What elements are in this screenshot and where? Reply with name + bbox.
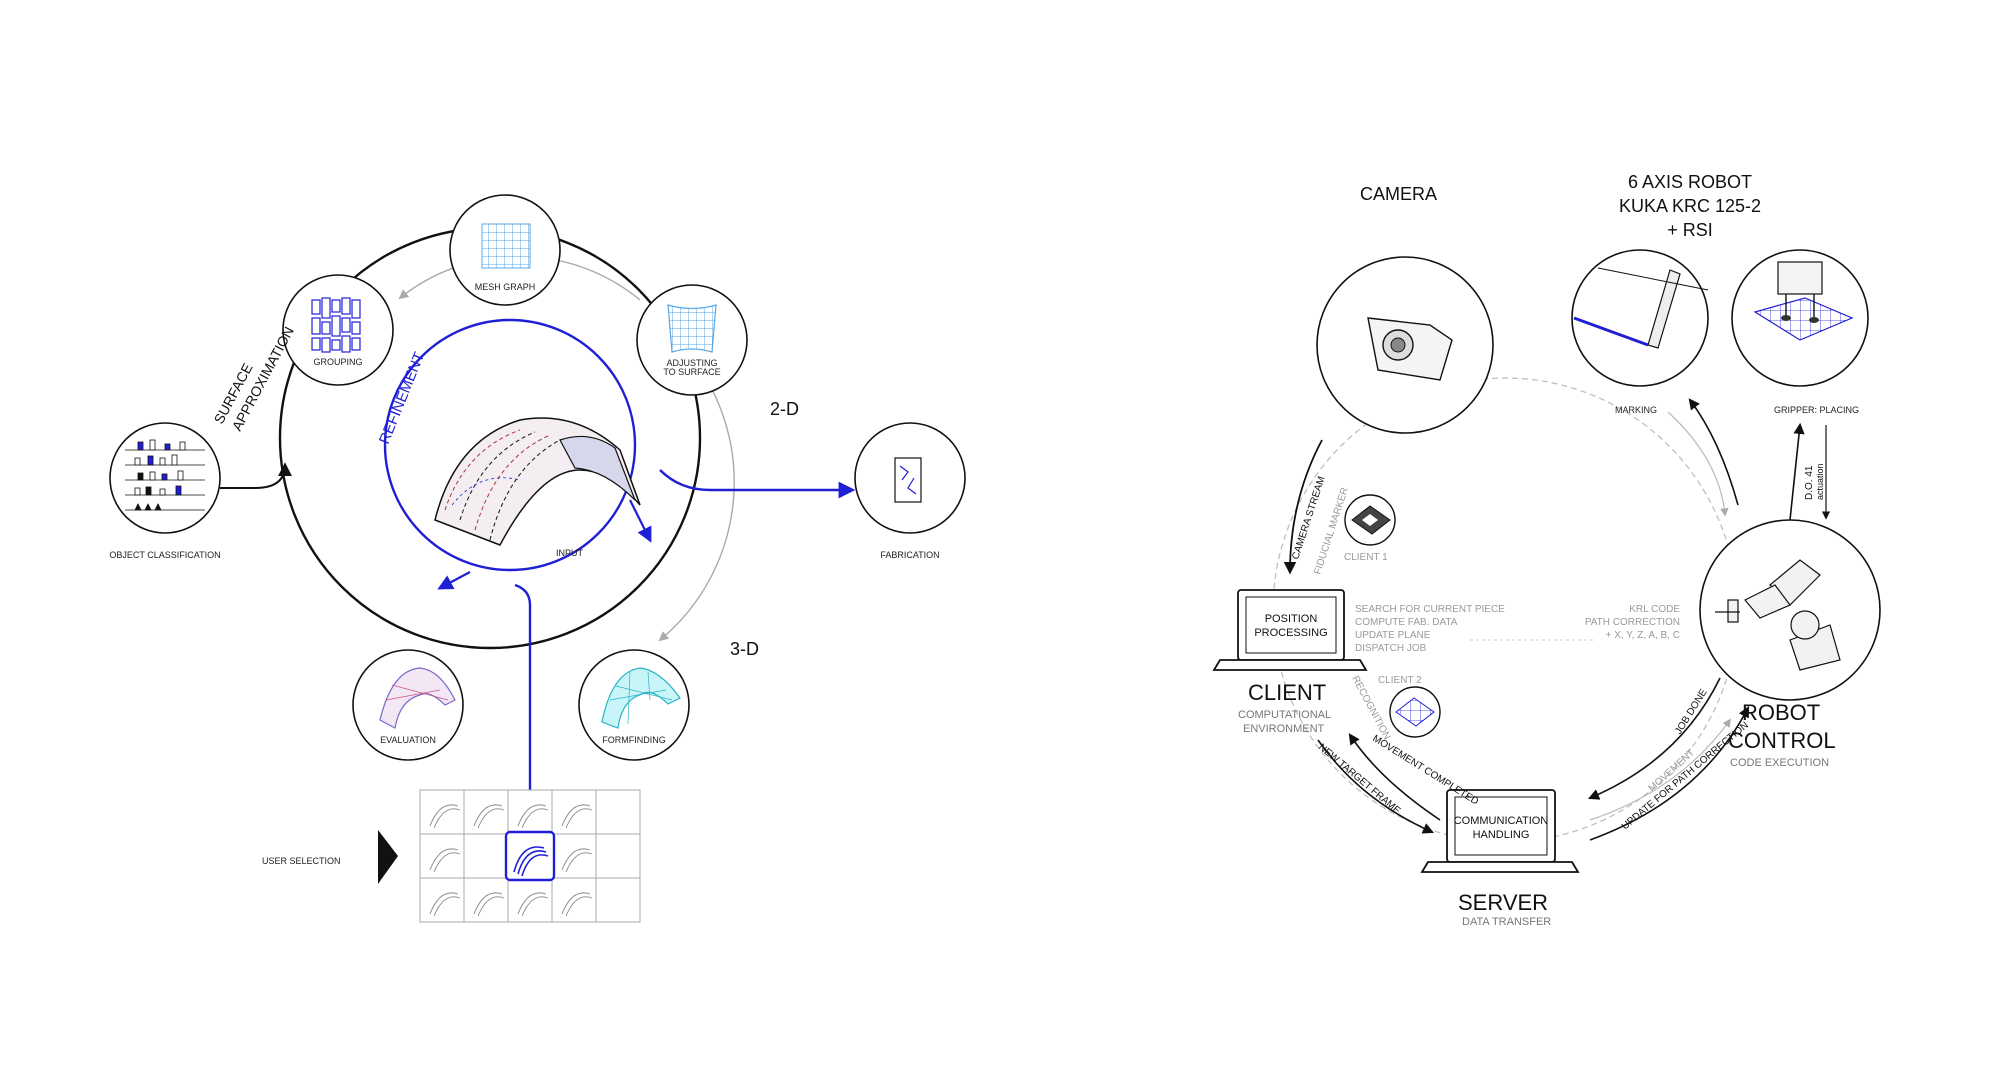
object-classification-node[interactable]: OBJECT CLASSIFICATION bbox=[109, 422, 221, 560]
krl-code-list: KRL CODE PATH CORRECTION + X, Y, Z, A, B… bbox=[1585, 604, 1681, 641]
update-path-arrow[interactable] bbox=[1589, 706, 1750, 841]
data-transfer-label: DATA TRANSFER bbox=[1462, 916, 1551, 928]
evaluation-node[interactable]: EVALUATION bbox=[352, 649, 464, 761]
left-diagram: INPUT REFINEMENT MESH GRAPH GROUPING ADJ… bbox=[109, 194, 966, 923]
refinement-label: REFINEMENT bbox=[376, 350, 428, 447]
robot-control-title-1: ROBOT bbox=[1742, 700, 1820, 725]
fabrication-icon bbox=[894, 457, 922, 503]
marking-node[interactable] bbox=[1571, 249, 1709, 387]
fabrication-label: FABRICATION bbox=[880, 550, 939, 560]
mesh-graph-icon bbox=[481, 223, 531, 269]
grouping-node[interactable]: GROUPING bbox=[282, 274, 394, 386]
refinement-loop bbox=[383, 318, 637, 572]
formfinding-node[interactable]: FORMFINDING bbox=[578, 649, 690, 761]
robot-control-title-2: CONTROL bbox=[1728, 728, 1836, 753]
robot-title-1: 6 AXIS ROBOT bbox=[1628, 172, 1752, 192]
client-laptop[interactable]: POSITION PROCESSING bbox=[1212, 589, 1368, 671]
input-surface bbox=[434, 417, 641, 546]
svg-text:SEARCH FOR CURRENT PIECE: SEARCH FOR CURRENT PIECE bbox=[1355, 604, 1505, 615]
svg-text:COMPUTE FAB. DATA: COMPUTE FAB. DATA bbox=[1355, 617, 1458, 628]
client-sub-2: ENVIRONMENT bbox=[1243, 723, 1325, 735]
classification-to-cycle-arrow bbox=[220, 462, 292, 489]
user-selection-pointer bbox=[378, 830, 398, 884]
adjusting-icon bbox=[667, 304, 717, 353]
refinement-arrow-right bbox=[629, 499, 652, 543]
refinement-arrow-left bbox=[437, 571, 471, 590]
movement-completed-arrow[interactable] bbox=[1348, 733, 1441, 821]
gripper-node[interactable] bbox=[1731, 249, 1869, 387]
marking-label: MARKING bbox=[1615, 405, 1657, 415]
selected-variant[interactable] bbox=[504, 830, 556, 882]
object-classification-icon bbox=[125, 439, 205, 511]
robot-control-node[interactable] bbox=[1699, 519, 1881, 701]
actuation-label: actuation bbox=[1815, 463, 1825, 500]
mesh-graph-node[interactable]: MESH GRAPH bbox=[449, 194, 561, 306]
svg-text:UPDATE PLANE: UPDATE PLANE bbox=[1355, 630, 1431, 641]
feedback-arc-right bbox=[658, 354, 735, 642]
label-2d: 2-D bbox=[770, 399, 799, 419]
server-laptop[interactable]: COMMUNICATION HANDLING bbox=[1420, 789, 1580, 873]
formfinding-icon bbox=[601, 667, 681, 729]
client2-label: CLIENT 2 bbox=[1378, 675, 1422, 686]
position-processing-label-1: POSITION bbox=[1265, 613, 1318, 625]
marking-return-arrow bbox=[1667, 411, 1729, 517]
client1-marker bbox=[1344, 494, 1396, 546]
camera-title: CAMERA bbox=[1360, 184, 1437, 204]
label-3d: 3-D bbox=[730, 639, 759, 659]
client1-label: CLIENT 1 bbox=[1344, 552, 1388, 563]
robot-to-marking-arrow[interactable] bbox=[1688, 398, 1739, 506]
svg-text:PATH CORRECTION: PATH CORRECTION bbox=[1585, 617, 1680, 628]
svg-text:+ X, Y, Z, A, B, C: + X, Y, Z, A, B, C bbox=[1606, 630, 1680, 641]
client-tasks-list: SEARCH FOR CURRENT PIECE COMPUTE FAB. DA… bbox=[1355, 604, 1505, 654]
grouping-icon bbox=[311, 297, 361, 353]
evaluation-icon bbox=[379, 667, 456, 729]
marking-icon bbox=[1573, 267, 1709, 349]
code-execution-label: CODE EXECUTION bbox=[1730, 757, 1829, 769]
fabrication-link bbox=[659, 469, 856, 499]
grouping-label: GROUPING bbox=[313, 357, 362, 367]
user-selection-link bbox=[514, 583, 532, 840]
do41-label: D.O. 41 bbox=[1804, 465, 1815, 500]
gripper-label: GRIPPER: PLACING bbox=[1774, 405, 1859, 415]
movement-arrow bbox=[1589, 718, 1731, 821]
adjusting-node[interactable]: ADJUSTING TO SURFACE bbox=[636, 284, 748, 396]
update-path-label: UPDATE FOR PATH CORRECTION bbox=[1620, 720, 1751, 832]
robot-title-3: + RSI bbox=[1667, 220, 1713, 240]
position-processing-label-2: PROCESSING bbox=[1254, 627, 1327, 639]
server-title: SERVER bbox=[1458, 890, 1548, 915]
evaluation-label: EVALUATION bbox=[380, 735, 436, 745]
svg-text:KRL CODE: KRL CODE bbox=[1629, 604, 1680, 615]
mesh-graph-label: MESH GRAPH bbox=[475, 282, 536, 292]
user-selection-label: USER SELECTION bbox=[262, 856, 341, 866]
communication-handling-label-1: COMMUNICATION bbox=[1454, 815, 1549, 827]
job-done-arrow[interactable] bbox=[1587, 677, 1721, 800]
adjusting-label-2: TO SURFACE bbox=[663, 367, 720, 377]
client-sub-1: COMPUTATIONAL bbox=[1238, 709, 1331, 721]
input-label: INPUT bbox=[556, 548, 584, 558]
robot-title-2: KUKA KRC 125-2 bbox=[1619, 196, 1761, 216]
formfinding-label: FORMFINDING bbox=[602, 735, 666, 745]
client2-marker bbox=[1389, 686, 1441, 738]
communication-handling-label-2: HANDLING bbox=[1473, 829, 1530, 841]
camera-node[interactable] bbox=[1316, 256, 1494, 434]
camera-stream-arrow[interactable] bbox=[1283, 439, 1323, 575]
svg-text:DISPATCH JOB: DISPATCH JOB bbox=[1355, 643, 1427, 654]
adjusting-label-1: ADJUSTING bbox=[666, 358, 717, 368]
object-classification-label: OBJECT CLASSIFICATION bbox=[109, 550, 220, 560]
robot-to-gripper-arrow[interactable] bbox=[1789, 422, 1805, 521]
gripper-icon bbox=[1753, 261, 1854, 341]
fabrication-node[interactable]: FABRICATION bbox=[854, 422, 966, 560]
robot-arm-icon bbox=[1715, 559, 1841, 671]
client-title: CLIENT bbox=[1248, 680, 1326, 705]
camera-icon bbox=[1367, 317, 1453, 381]
user-selection-grid[interactable] bbox=[419, 789, 641, 923]
new-target-frame-arrow[interactable] bbox=[1317, 739, 1435, 834]
right-diagram: CAMERA 6 AXIS ROBOT KUKA KRC 125-2 + RSI… bbox=[1212, 172, 1881, 928]
